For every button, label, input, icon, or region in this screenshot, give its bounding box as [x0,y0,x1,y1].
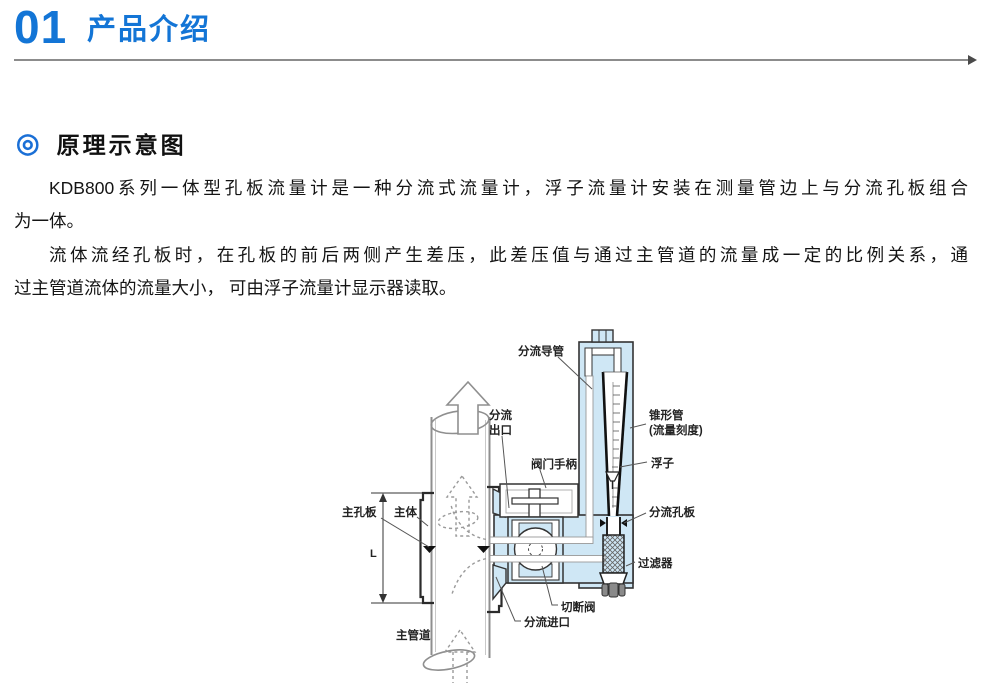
paragraph-line: 过主管道流体的流量大小， 可由浮子流量计显示器读取。 [14,278,457,298]
paragraph-line: 流体流经孔板时，在孔板的前后两侧产生差压，此差压值与通过主管道的流量成一定的比例… [49,245,968,265]
label-float: 浮子 [651,456,674,470]
flow-arrow-dashed [437,474,493,683]
label-cone-tube: 锥形管 [649,408,684,422]
label-dim-l: L [370,548,377,560]
outlet-channel [489,536,594,544]
chapter-title: 产品介绍 [87,14,212,46]
section-heading: ◎ 原理示意图 [16,126,187,160]
label-valve-handle: 阀门手柄 [531,457,577,471]
label-bypass-outlet-2: 出口 [489,423,512,437]
main-pipe-shape [422,409,491,671]
flow-arrow-up [445,380,491,435]
label-bypass-orifice: 分流孔板 [649,505,695,519]
label-cone-tube-2: (流量刻度) [649,423,703,437]
float-shape [605,471,620,482]
rule-arrow-icon [968,55,977,65]
filter-shape [598,534,629,598]
cutoff-valve-shape [507,516,564,584]
paragraph-line: KDB800系列一体型孔板流量计是一种分流式流量计，浮子流量计安装在测量管边上与… [49,178,968,198]
main-orifice-right [477,546,490,553]
label-filter: 过滤器 [638,556,673,570]
section-title: 原理示意图 [56,132,187,158]
cone-tube [601,371,629,517]
label-cutoff-valve: 切断阀 [561,600,596,614]
double-circle-icon: ◎ [16,128,40,158]
body-flange-left [419,491,434,605]
label-main-pipe: 主管道 [396,628,431,642]
label-main-orifice: 主孔板 [342,505,377,519]
paragraph-line: 为一体。 [14,211,84,231]
label-bypass-duct: 分流导管 [518,344,564,358]
leader-lines [380,356,648,622]
label-bypass-inlet: 分流进口 [524,615,570,629]
paragraph-1: KDB800系列一体型孔板流量计是一种分流式流量计，浮子流量计安装在测量管边上与… [14,172,968,238]
header-rule [14,59,970,61]
main-orifice-left [423,546,436,553]
paragraph-2: 流体流经孔板时，在孔板的前后两侧产生差压，此差压值与通过主管道的流量成一定的比例… [14,239,968,305]
inlet-channel [489,555,606,563]
label-bypass-outlet-1: 分流 [489,408,512,422]
valve-handle-shape [499,483,579,518]
bypass-orifice-shape [600,517,627,536]
label-body: 主体 [394,505,417,519]
principle-schematic: 分流导管 锥形管 (流量刻度) 浮子 分流孔板 过滤器 切断阀 分流进口 主管道… [342,329,703,683]
chapter-number: 01 [14,1,68,53]
